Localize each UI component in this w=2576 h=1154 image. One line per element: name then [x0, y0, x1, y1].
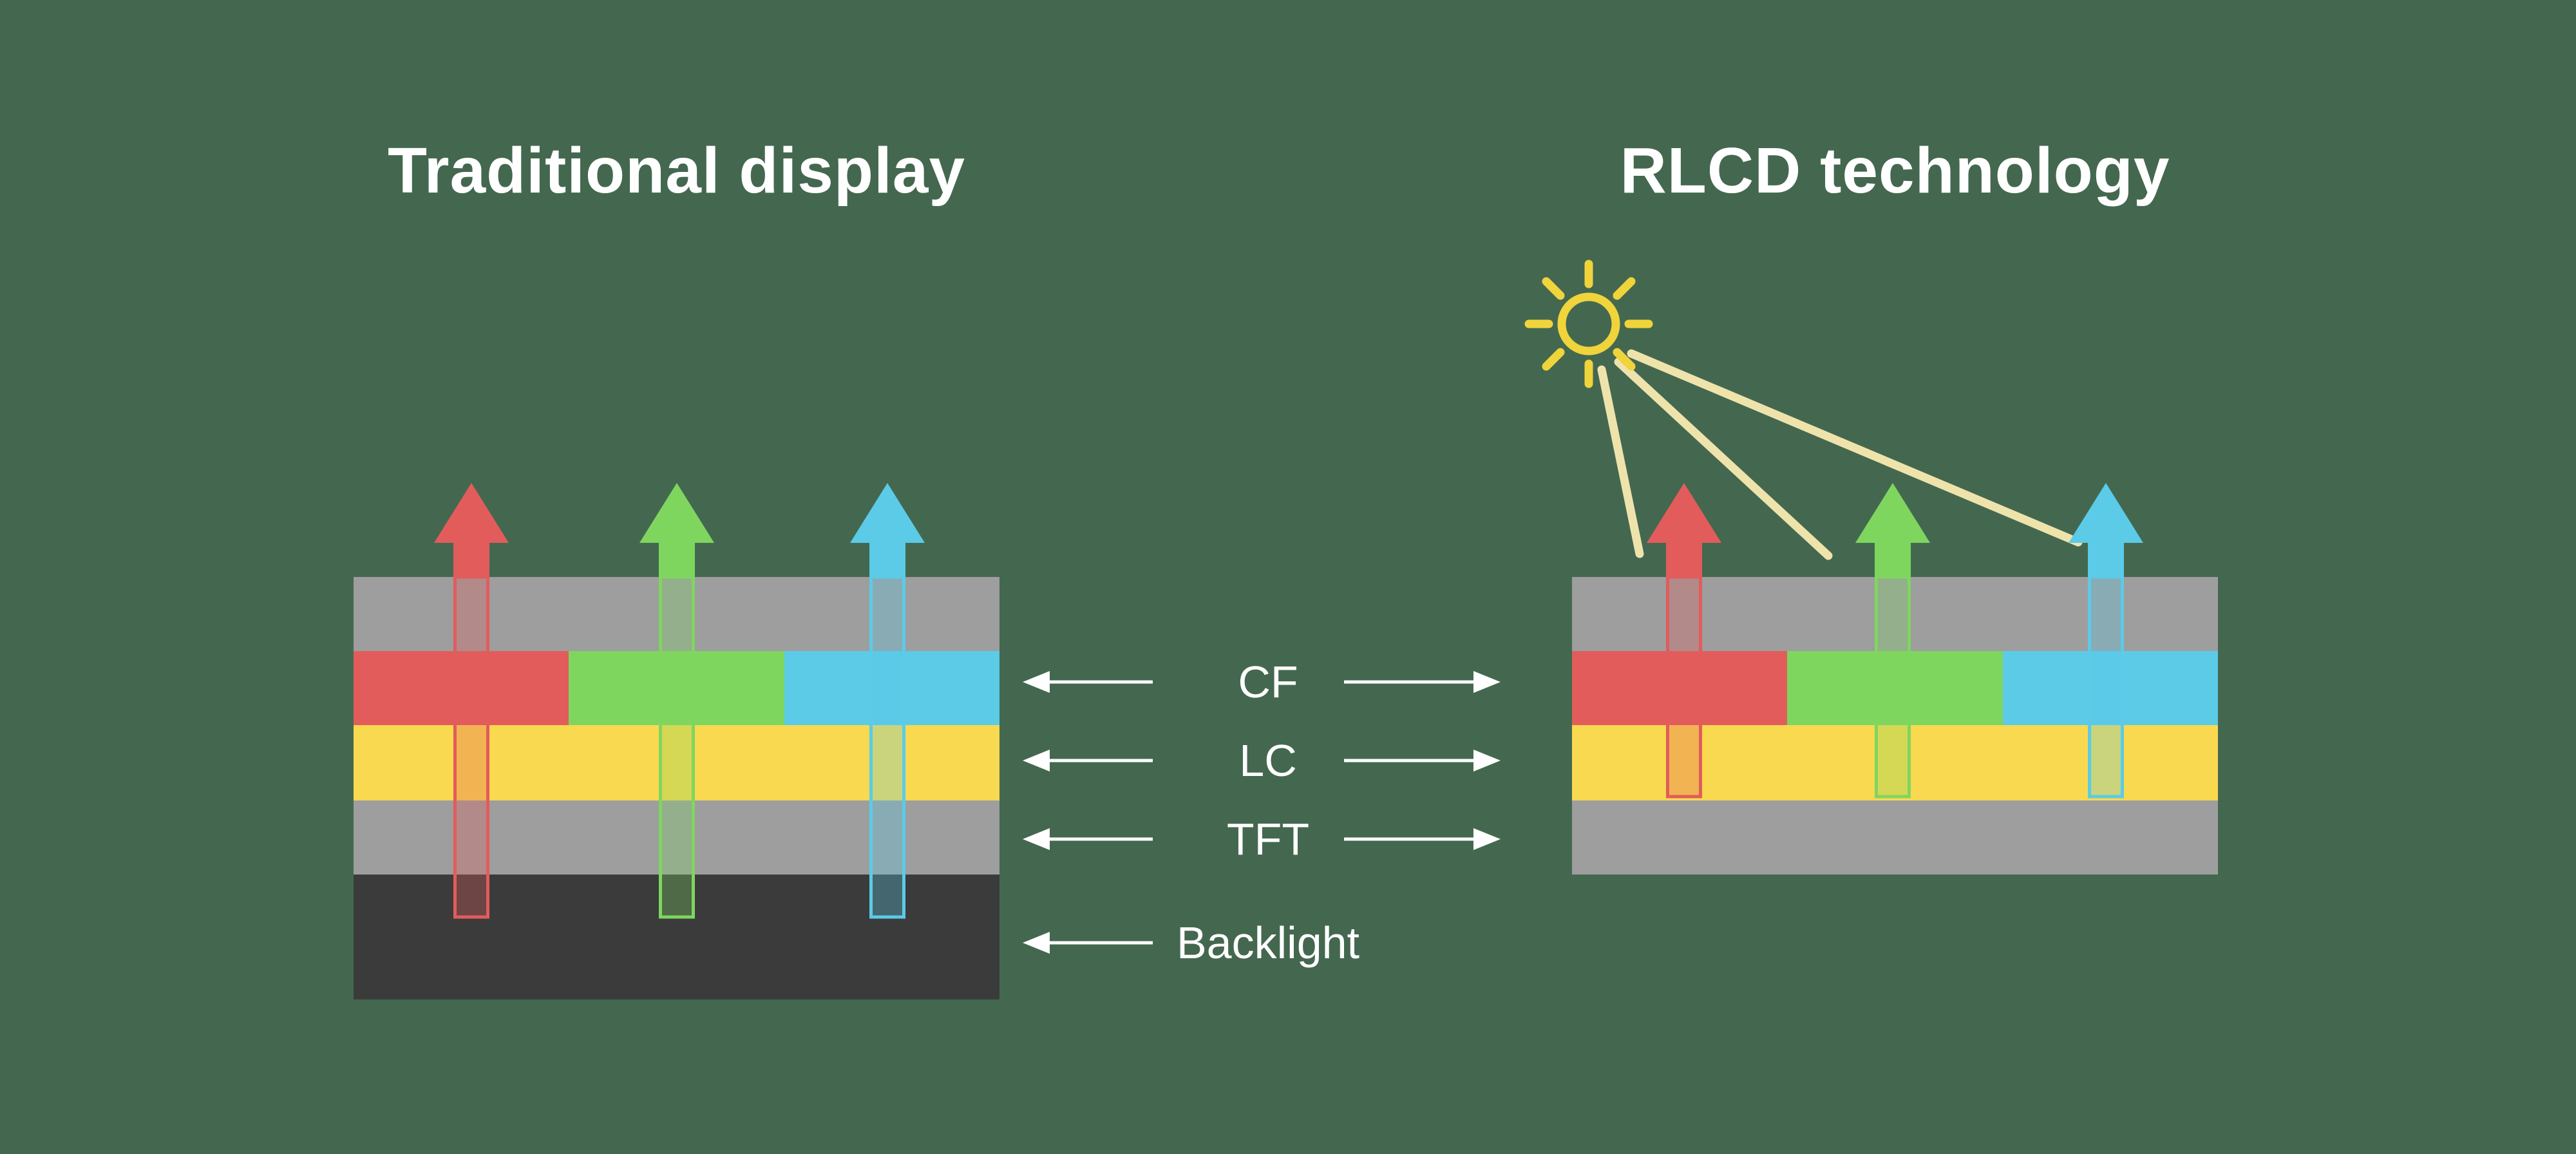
rlcd-stack: [1572, 577, 2218, 875]
cf-layer-left: [354, 651, 999, 725]
green-light-arrow-right-panel: [1855, 483, 1930, 799]
cf-blue-segment: [2002, 651, 2218, 725]
lc-layer-right: [1572, 725, 2218, 800]
tft-layer-left: [354, 800, 999, 875]
red-light-arrow-right-panel: [1647, 483, 1721, 799]
tft-layer-right: [1572, 800, 2218, 875]
legend-label-cf: CF: [1238, 657, 1298, 707]
lc-arrow-left: [1023, 750, 1153, 771]
blue-light-arrow-right-panel: [2069, 483, 2143, 799]
light-beam-1: [1597, 365, 1644, 558]
cf-green-segment: [1787, 651, 2003, 725]
left-panel-title: Traditional display: [388, 135, 965, 207]
cf-layer-right: [1572, 651, 2218, 725]
tft-arrow-right: [1344, 828, 1501, 850]
light-beam-3: [1627, 349, 2083, 547]
cf-green-segment: [569, 651, 784, 725]
legend-label-tft: TFT: [1226, 814, 1310, 864]
lc-layer-left: [354, 725, 999, 800]
sun-icon: [1524, 260, 1653, 388]
legend-label-lc: LC: [1239, 735, 1297, 786]
cf-arrow-right: [1344, 671, 1501, 693]
lc-arrow-right: [1344, 750, 1501, 771]
glass-layer-left: [354, 577, 999, 651]
cf-arrow-left: [1023, 671, 1153, 693]
legend-arrows: [1023, 671, 1501, 954]
backlight-layer: [354, 875, 999, 999]
light-beam-2: [1614, 357, 1833, 560]
legend-label-backlight: Backlight: [1176, 918, 1360, 968]
cf-blue-segment: [784, 651, 999, 725]
right-panel-title: RLCD technology: [1620, 135, 2170, 207]
cf-red-segment: [1572, 651, 1788, 725]
green-light-arrow-left-panel: [639, 483, 714, 919]
blue-light-arrow-left-panel: [850, 483, 925, 919]
light-beams: [1597, 349, 2083, 560]
cf-red-segment: [354, 651, 569, 725]
tft-arrow-left: [1023, 828, 1153, 850]
glass-layer-right: [1572, 577, 2218, 651]
backlight-arrow-left: [1023, 932, 1153, 954]
red-light-arrow-left-panel: [434, 483, 509, 919]
traditional-display-stack: [354, 577, 999, 999]
